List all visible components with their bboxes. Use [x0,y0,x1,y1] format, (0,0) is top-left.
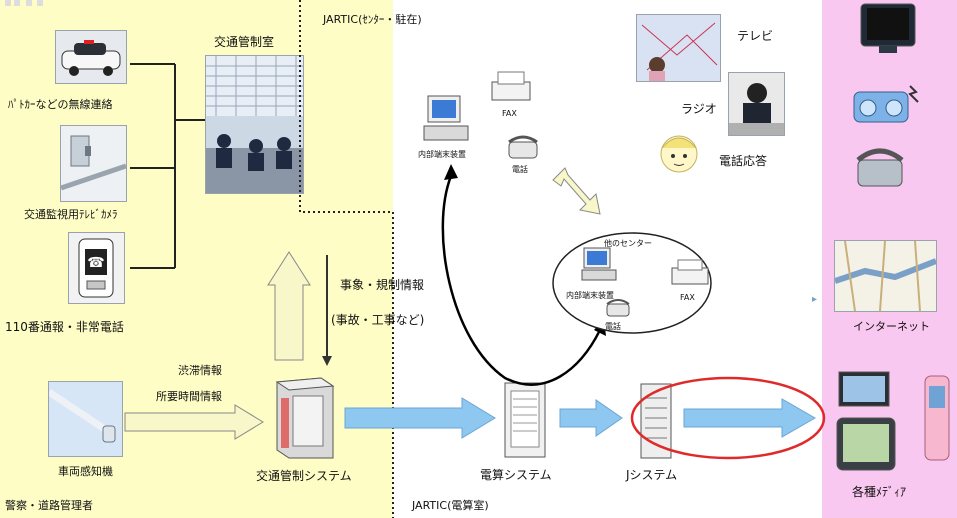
operator-illustration [652,128,706,182]
svg-text:▸: ▸ [812,294,817,305]
tv-broadcast-photo [636,14,721,82]
label-other-fax: FAX [680,293,695,302]
label-event-info: 事象・規制情報 [340,278,425,292]
internet-map-icon [834,240,937,312]
other-phone-top [603,296,633,320]
label-emergency-phone: 110番通報・非常電話 [5,320,124,334]
keisan-server [497,377,552,459]
label-travel-time-info: 所要時間情報 [156,390,222,403]
tv-set-icon [857,0,919,55]
label-internal-terminal: 内部端末装置 [418,150,466,159]
control-room-photo [205,55,304,194]
label-radio: ラジオ [681,102,717,116]
traffic-control-server [269,372,339,460]
label-tv-camera: 交通監視用ﾃﾚﾋﾞｶﾒﾗ [24,208,118,221]
label-other-phone: 電話 [605,322,621,331]
label-fax: FAX [502,109,517,118]
traffic-camera-photo [60,125,127,202]
other-fax-top [670,258,710,288]
label-phone-response: 電話応答 [719,154,768,168]
phone-device [503,132,543,162]
emergency-phone-photo: ☎ [68,232,125,304]
label-j-system: Jシステム [626,468,678,482]
fax-machine [488,70,534,104]
other-terminal-pc-top [578,244,620,286]
label-control-room: 交通管制室 [214,35,275,49]
label-traffic-control-system: 交通管制システム [256,469,352,483]
label-event-info-sub: (事故・工事など) [331,313,425,327]
internal-terminal-pc [420,92,472,146]
radio-cassette-icon [850,78,920,126]
label-internet: インターネット [853,320,930,333]
label-jartic-keisan: JARTIC(電算室) [412,499,489,512]
svg-text:☎: ☎ [87,255,104,271]
label-tv: テレビ [737,29,774,43]
label-vehicle-detector: 車両感知機 [58,465,113,478]
label-other-center: 他のセンター [604,239,652,248]
patrol-car-photo [55,30,127,84]
label-other-terminal: 内部端末装置 [566,291,614,300]
mobile-phone-icon [917,372,957,464]
label-police-road-admin: 警察・道路管理者 [5,499,93,512]
radio-broadcast-photo [728,72,785,136]
label-jartic-center: JARTIC(ｾﾝﾀｰ・駐在) [323,13,422,26]
label-keisan-system: 電算システム [480,468,552,482]
label-media: 各種ﾒﾃﾞｨｱ [852,485,907,499]
car-navigation-icon [833,368,903,478]
label-police-radio: ﾊﾟﾄｶｰなどの無線連絡 [8,98,113,111]
label-phone: 電話 [512,165,528,174]
telephone-icon [850,140,910,192]
vehicle-detector-photo [48,381,123,457]
label-congestion-info: 渋滞情報 [178,364,222,377]
